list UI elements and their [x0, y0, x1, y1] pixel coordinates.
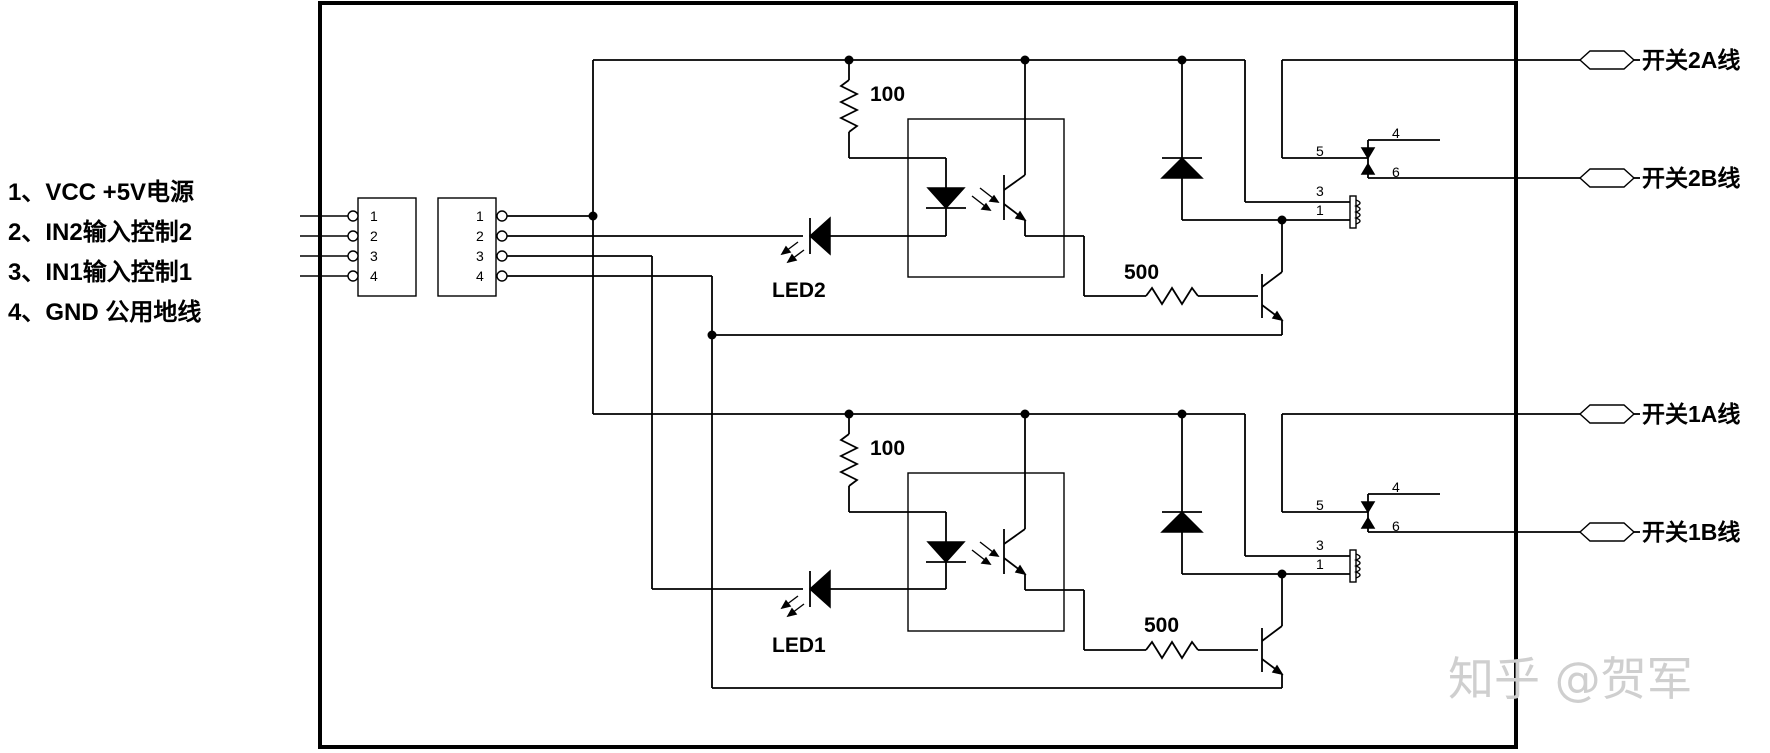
relay-ch1: 3 1 5 4 6	[1281, 414, 1580, 583]
relay-ch2-pin-4: 4	[1392, 125, 1400, 141]
board-outline	[318, 1, 1518, 749]
resistor-100-ch1: 100	[838, 414, 947, 542]
external-input-wires	[300, 215, 350, 277]
conn-left-pin-1: 1	[370, 208, 378, 224]
relay-ch2-pin-1: 1	[1316, 202, 1324, 218]
conn-board-pin-2: 2	[476, 228, 484, 244]
conn-board-pin-1: 1	[476, 208, 484, 224]
legend-item-gnd: 4、GND 公用地线	[8, 299, 201, 326]
led-1-label: LED1	[772, 634, 826, 657]
flyback-diode-ch1	[1160, 414, 1350, 575]
terminal-2b-icon	[1578, 168, 1636, 188]
relay-ch1-pin-6: 6	[1392, 518, 1400, 534]
resistor-500-ch2: 500	[1084, 261, 1258, 306]
output-label-2a: 开关2A线	[1642, 47, 1740, 73]
resistor-500-ch1: 500	[1084, 614, 1258, 660]
resistor-100-ch2-label: 100	[870, 83, 905, 106]
optocoupler-ch1	[907, 414, 1085, 650]
terminal-2a-icon	[1578, 50, 1636, 70]
led-1: LED1	[772, 569, 946, 657]
legend-item-in1: 3、IN1输入控制1	[8, 258, 192, 286]
relay-ch2-pin-5: 5	[1316, 143, 1324, 159]
flyback-diode-ch2	[1160, 60, 1350, 221]
transistor-ch2	[1261, 215, 1287, 335]
led-2: LED2	[772, 216, 946, 302]
led-2-label: LED2	[772, 279, 826, 302]
connector-board: 1 2 3 4	[437, 197, 508, 297]
resistor-500-ch1-label: 500	[1144, 614, 1179, 637]
relay-ch1-pin-4: 4	[1392, 479, 1400, 495]
conn-left-pin-3: 3	[370, 248, 378, 264]
relay-ch2-pin-3: 3	[1316, 183, 1324, 199]
channel-1: 100 LED1	[593, 409, 1580, 688]
terminal-1a-icon	[1578, 404, 1636, 424]
legend-item-in2: 2、IN2输入控制2	[8, 218, 192, 246]
relay-ch2-pin-6: 6	[1392, 164, 1400, 180]
conn-left-pin-2: 2	[370, 228, 378, 244]
resistor-100-ch1-label: 100	[870, 437, 905, 460]
relay-ch1-pin-3: 3	[1316, 537, 1324, 553]
optocoupler-ch2	[907, 60, 1085, 296]
output-label-1b: 开关1B线	[1642, 519, 1740, 545]
conn-left-pin-4: 4	[370, 268, 378, 284]
pin-legend: 1、VCC +5V电源 2、IN2输入控制2 3、IN1输入控制1 4、GND …	[8, 179, 201, 326]
output-label-1a: 开关1A线	[1642, 401, 1740, 427]
connector-left: 1 2 3 4	[347, 197, 417, 297]
watermark: 知乎 @贺军	[1448, 652, 1693, 706]
terminal-1b-icon	[1578, 522, 1636, 542]
transistor-ch1	[1261, 569, 1287, 688]
output-terminals: 开关2A线 开关2B线 开关1A线 开关1B线	[1578, 47, 1740, 545]
relay-ch1-pin-1: 1	[1316, 556, 1324, 572]
relay-ch2: 3 1 5 4 6	[1281, 60, 1580, 229]
resistor-500-ch2-label: 500	[1124, 261, 1159, 284]
resistor-100-ch2: 100	[838, 60, 947, 188]
conn-board-pin-4: 4	[476, 268, 484, 284]
conn-board-pin-3: 3	[476, 248, 484, 264]
board-bus-wires	[507, 60, 1282, 689]
legend-item-vcc: 1、VCC +5V电源	[8, 179, 194, 206]
output-label-2b: 开关2B线	[1642, 165, 1740, 191]
channel-2: 100	[593, 55, 1580, 335]
relay-ch1-pin-5: 5	[1316, 497, 1324, 513]
